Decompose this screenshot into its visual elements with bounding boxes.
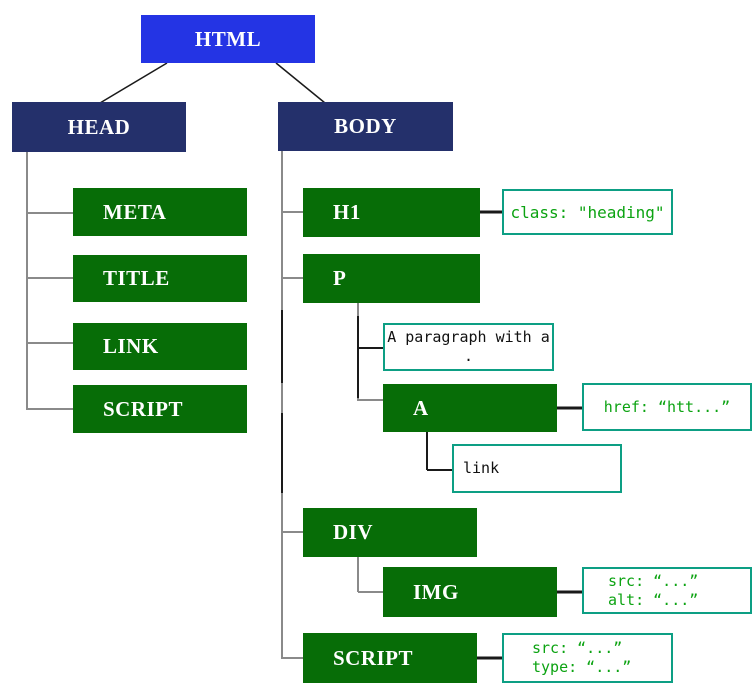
annotation-h1-class-value: class: "heading" (510, 202, 665, 222)
text-node-link-value: link (463, 459, 500, 477)
annotation-a-href: href: “htt...” (582, 383, 752, 431)
node-img: IMG (383, 567, 557, 617)
annotation-script-src: src: “...” (532, 639, 623, 657)
node-title-label: TITLE (103, 266, 170, 290)
node-p: P (303, 254, 480, 303)
node-h1-label: H1 (333, 200, 361, 224)
annotation-img-src: src: “...” (608, 571, 699, 590)
node-a: A (383, 384, 557, 432)
node-link: LINK (73, 323, 247, 370)
node-html-label: HTML (194, 26, 262, 51)
annotation-img-alt: alt: “...” (608, 590, 699, 609)
node-div: DIV (303, 508, 477, 557)
annotation-img-attrs: src: “...” alt: “...” (582, 567, 752, 614)
node-script-body-label: SCRIPT (333, 645, 414, 670)
node-img-label: IMG (413, 579, 459, 604)
node-head: HEAD (12, 102, 186, 152)
node-body-label: BODY (334, 114, 397, 138)
node-script-head-label: SCRIPT (103, 396, 184, 421)
node-div-label: DIV (333, 520, 374, 544)
text-node-paragraph: A paragraph with a . (383, 323, 554, 371)
text-node-paragraph-value: A paragraph with a . (387, 328, 550, 365)
node-script-body: SCRIPT (303, 633, 477, 683)
text-node-link: link (452, 444, 622, 493)
node-html: HTML (141, 15, 315, 63)
node-head-label: HEAD (67, 114, 131, 139)
annotation-h1-class: class: "heading" (502, 189, 673, 235)
node-link-label: LINK (103, 334, 159, 358)
node-meta: META (73, 188, 247, 236)
node-title: TITLE (73, 255, 247, 302)
node-h1: H1 (303, 188, 480, 237)
node-body: BODY (278, 102, 453, 151)
annotation-script-type: type: “...” (532, 658, 632, 676)
node-a-label: A (413, 395, 429, 420)
node-p-label: P (333, 266, 347, 290)
annotation-script-attrs: src: “...” type: “...” (502, 633, 673, 683)
node-meta-label: META (103, 199, 167, 224)
annotation-a-href-value: href: “htt...” (603, 397, 731, 416)
node-script-head: SCRIPT (73, 385, 247, 433)
